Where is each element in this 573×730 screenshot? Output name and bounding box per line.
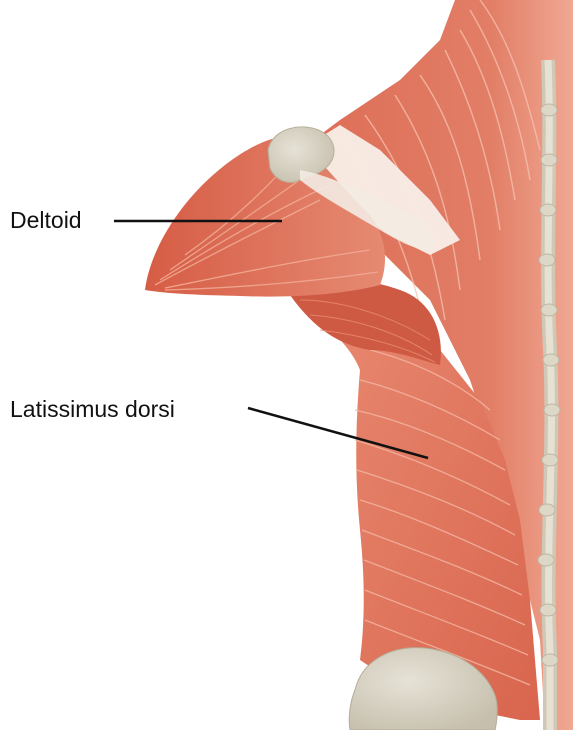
latissimus-dorsi-label: Latissimus dorsi bbox=[10, 398, 175, 421]
deltoid-label: Deltoid bbox=[10, 209, 82, 232]
